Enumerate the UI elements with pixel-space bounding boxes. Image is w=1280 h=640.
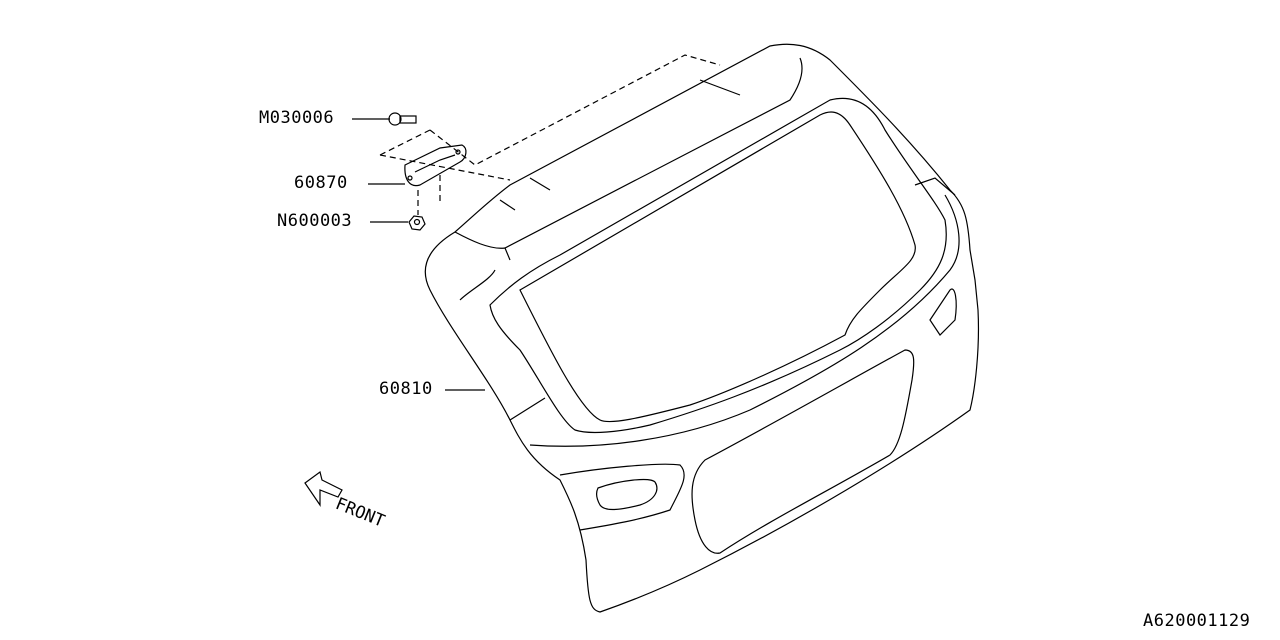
spoiler-line xyxy=(499,79,741,211)
body-line xyxy=(529,194,960,447)
window-frame xyxy=(489,97,947,434)
hinge-icon xyxy=(404,144,467,187)
callout-hinge: 60870 xyxy=(294,173,348,193)
bolt-icon xyxy=(388,112,417,126)
handle-recess xyxy=(596,478,658,511)
tailgate-outline xyxy=(424,43,980,613)
diagram-id: A620001129 xyxy=(1143,611,1251,631)
lamp-recess xyxy=(929,288,957,336)
callout-bolt: M030006 xyxy=(259,108,335,128)
front-arrow-icon xyxy=(304,470,343,507)
lower-panel xyxy=(559,463,685,531)
rear-window xyxy=(519,111,916,423)
side-lines xyxy=(459,177,956,421)
license-recess xyxy=(691,349,915,554)
nut-icon xyxy=(408,215,426,231)
spoiler xyxy=(454,57,803,261)
hinge-dashed-lines xyxy=(379,54,721,215)
leader-lines xyxy=(352,118,485,391)
callout-gate: 60810 xyxy=(379,379,433,399)
callout-nut: N600003 xyxy=(277,211,353,231)
